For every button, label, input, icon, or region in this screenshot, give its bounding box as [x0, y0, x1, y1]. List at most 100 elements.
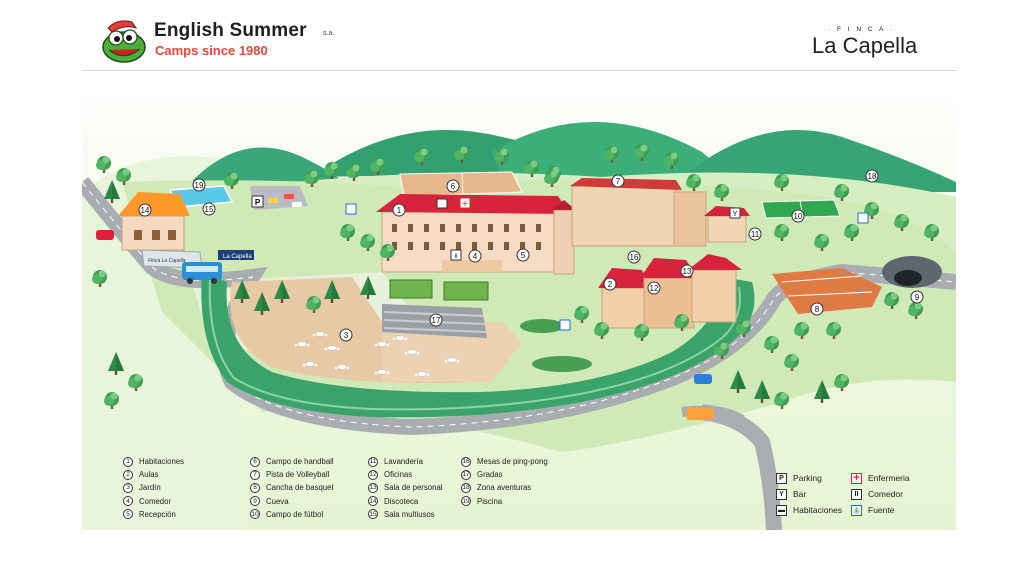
- marker-2[interactable]: 2: [603, 277, 617, 291]
- dining-icon: II: [851, 488, 862, 500]
- marker-11[interactable]: 11: [748, 227, 762, 241]
- fountain-icon: ⛲: [851, 504, 862, 516]
- marker-18[interactable]: 18: [865, 169, 879, 183]
- frog-logo-icon: [102, 20, 146, 63]
- svg-text:2: 2: [608, 280, 613, 289]
- svg-text:11: 11: [751, 230, 760, 239]
- campus-map-illustration: Finca La Capella La Capella: [82, 82, 956, 530]
- marker-16[interactable]: 16: [627, 250, 641, 264]
- site-header: English Summer s.a. Camps since 1980 · F…: [0, 0, 1020, 72]
- marker-10[interactable]: 10: [791, 209, 805, 223]
- first-aid-icon: +: [851, 472, 862, 484]
- main-building: [376, 194, 576, 275]
- building-discoteca: [118, 192, 190, 251]
- svg-text:5: 5: [521, 251, 526, 260]
- finca-logo: La Capella: [812, 33, 918, 58]
- basketball-court: [772, 268, 882, 314]
- map-markers: 1 2 3 4 5 6 7 8 9 10 11 12 13 14 15 16 1…: [138, 169, 924, 342]
- dining-icon: II: [450, 249, 462, 261]
- map-service-icons: P + Y II: [251, 195, 869, 331]
- campus-map: Finca La Capella La Capella: [82, 82, 956, 530]
- marker-15[interactable]: 15: [202, 202, 216, 216]
- parking-icon: P: [776, 472, 787, 484]
- svg-text:18: 18: [868, 172, 877, 181]
- svg-text:8: 8: [815, 305, 820, 314]
- wall-sign: Finca La Capella: [148, 258, 186, 264]
- svg-text:6: 6: [451, 182, 456, 191]
- svg-text:9: 9: [915, 293, 920, 302]
- svg-text:17: 17: [432, 316, 441, 325]
- marker-6[interactable]: 6: [446, 179, 460, 193]
- svg-text:P: P: [255, 198, 261, 207]
- brand-tagline: Camps since 1980: [155, 43, 268, 58]
- parking-icon: P: [251, 195, 264, 208]
- cave: [882, 256, 942, 288]
- legend-symbol: ▬Habitaciones: [776, 504, 843, 516]
- marker-3[interactable]: 3: [339, 328, 353, 342]
- marker-1[interactable]: 1: [392, 203, 406, 217]
- bar-icon: Y: [729, 207, 741, 219]
- road-sign: La Capella: [223, 254, 252, 260]
- brand-name: English Summer: [154, 20, 307, 41]
- svg-text:12: 12: [650, 284, 659, 293]
- marker-14[interactable]: 14: [138, 203, 152, 217]
- bed-icon: [436, 198, 448, 209]
- bus-icon: [182, 262, 222, 284]
- svg-text:14: 14: [141, 206, 150, 215]
- svg-text:II: II: [454, 254, 458, 260]
- svg-text:19: 19: [195, 181, 204, 190]
- header-divider: [82, 70, 956, 71]
- svg-text:10: 10: [794, 212, 803, 221]
- svg-text:3: 3: [344, 331, 349, 340]
- svg-text:7: 7: [616, 177, 621, 186]
- marker-8[interactable]: 8: [810, 302, 824, 316]
- svg-text:4: 4: [473, 252, 478, 261]
- legend-symbol: +Enfermeria: [851, 470, 910, 486]
- marker-12[interactable]: 12: [647, 281, 661, 295]
- svg-text:Y: Y: [733, 211, 738, 218]
- svg-text:+: +: [462, 199, 468, 210]
- marker-7[interactable]: 7: [611, 174, 625, 188]
- svg-text:13: 13: [683, 267, 692, 276]
- marker-9[interactable]: 9: [910, 290, 924, 304]
- marker-13[interactable]: 13: [680, 264, 694, 278]
- brand-suffix: s.a.: [323, 30, 335, 37]
- stone-wall: [201, 272, 755, 418]
- marker-5[interactable]: 5: [516, 248, 530, 262]
- marker-19[interactable]: 19: [192, 178, 206, 192]
- svg-text:15: 15: [205, 205, 214, 214]
- car-icon: [96, 230, 714, 420]
- svg-text:1: 1: [397, 206, 402, 215]
- legend-symbol: ⛲Fuente: [851, 504, 895, 516]
- fountain-icon: [345, 203, 869, 331]
- bar-icon: Y: [776, 488, 787, 500]
- marker-4[interactable]: 4: [468, 249, 482, 263]
- finca-label: · F I N C A ·: [828, 26, 895, 33]
- svg-text:16: 16: [630, 253, 639, 262]
- marker-17[interactable]: 17: [429, 313, 443, 327]
